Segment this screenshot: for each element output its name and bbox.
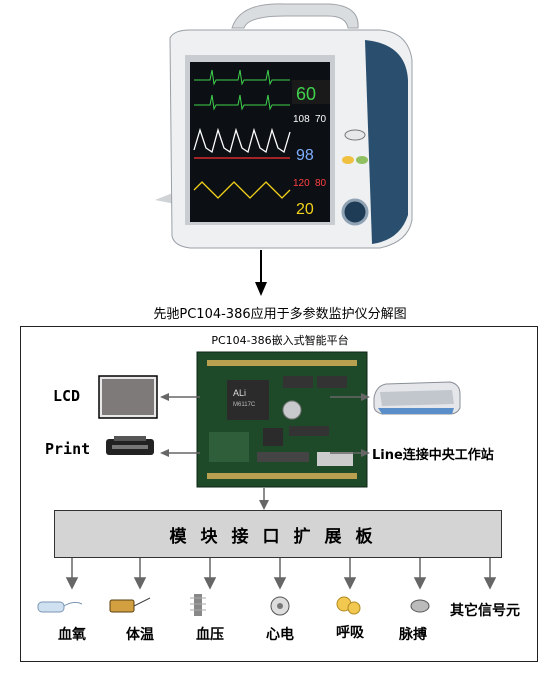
cpu-chip [227, 380, 269, 420]
line-label: Line连接中央工作站 [372, 448, 494, 463]
pulse-sensor-icon [410, 599, 430, 613]
waveform-pleth [193, 127, 291, 154]
rotary-knob [341, 198, 369, 226]
sensor-label-other: 其它信号元 [450, 603, 520, 619]
waveform-resp [193, 181, 291, 199]
module-interface-board: 模块接口扩展板 [54, 510, 502, 558]
waveform-ecg1 [194, 69, 290, 86]
module-board-label: 模块接口扩展板 [169, 526, 387, 547]
temperature-probe-icon [109, 597, 151, 613]
waveform-ecg2 [194, 94, 290, 111]
keyboard-icon [373, 381, 461, 415]
reading-nibp-dia: 70 [315, 114, 327, 125]
platform-label: PC104-386嵌入式智能平台 [211, 334, 349, 347]
lcd-label: LCD [53, 387, 81, 405]
sensor-label-temperature: 体温 [126, 627, 154, 643]
patient-monitor-image: 60 108 70 98 120 80 20 [155, 3, 413, 249]
sensor-label-blood-pressure: 血压 [196, 627, 224, 643]
spo2-probe-icon [37, 601, 83, 613]
system-frame [20, 326, 538, 662]
diagram-caption: 先驰PC104-386应用于多参数监护仪分解图 [153, 307, 407, 322]
sensor-label-pulse: 脉搏 [399, 627, 427, 643]
pressure-sensor-icon [190, 594, 206, 616]
reading-nibp-sys: 108 [293, 114, 310, 125]
ecg-electrode-icon [270, 596, 290, 616]
arrow-to-line [330, 449, 370, 457]
sensor-label-respiration: 呼吸 [336, 625, 364, 641]
respiration-sensor-icon [336, 596, 361, 615]
sensor-label-ecg: 心电 [266, 627, 294, 643]
monitor-arrow [255, 250, 267, 296]
arrow-to-module [259, 488, 269, 510]
sensor-icons [37, 594, 430, 616]
chip-sublabel: M6117C [233, 402, 256, 408]
print-label: Print [45, 440, 91, 458]
lcd-icon [98, 375, 158, 419]
reading-resp: 20 [296, 201, 314, 218]
arrow-to-keyboard [330, 393, 370, 401]
pc104-board-image: ALi M6117C [196, 351, 368, 488]
sensor-arrows [65, 558, 497, 590]
printer-icon [106, 436, 154, 455]
reading-hr: 60 [296, 84, 316, 104]
chip-label: ALi [233, 388, 246, 398]
sensor-label-spo2: 血氧 [58, 627, 86, 643]
arrow-to-lcd [160, 393, 200, 401]
reading-spo2: 98 [296, 147, 314, 164]
reading-ibp-sys: 120 [293, 178, 310, 189]
arrow-to-print [160, 449, 200, 457]
reading-ibp-dia: 80 [315, 178, 327, 189]
